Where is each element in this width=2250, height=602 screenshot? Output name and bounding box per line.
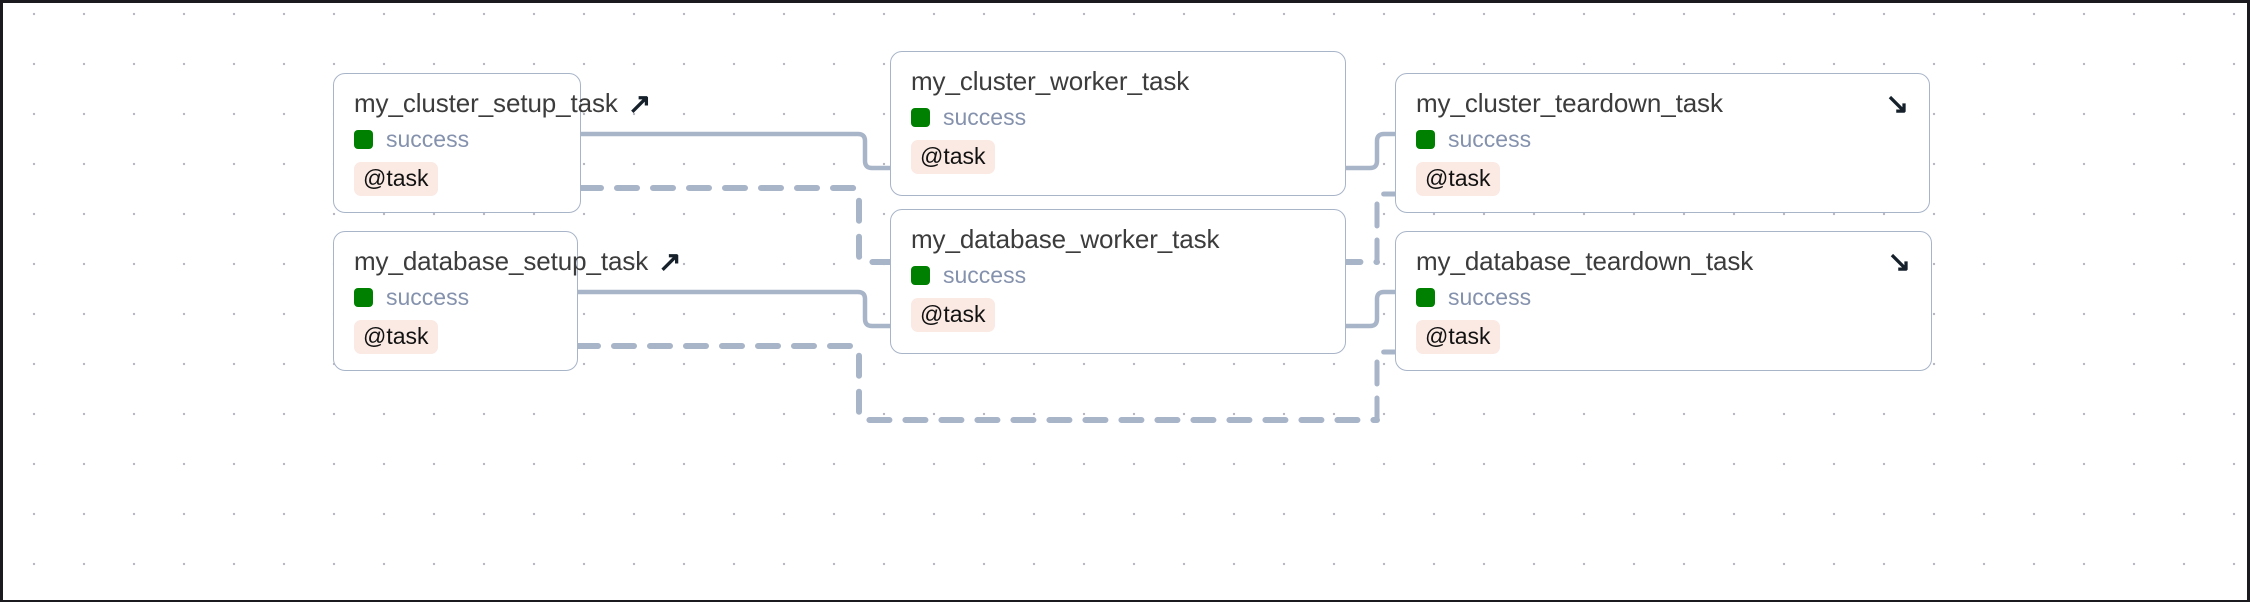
arrow-up-right-icon: ↗ <box>627 87 652 119</box>
node-my-database-worker-task[interactable]: my_database_worker_task success @task <box>890 209 1346 354</box>
edge-database-teardown-riser <box>1374 349 1398 423</box>
task-type-badge: @task <box>354 162 438 197</box>
node-my-cluster-setup-task[interactable]: my_cluster_setup_task ↗ success @task <box>333 73 651 213</box>
status-success-swatch <box>1416 288 1435 307</box>
node-title: my_cluster_teardown_task <box>1416 88 1723 118</box>
node-header: my_cluster_teardown_task ↘ <box>1416 88 1909 119</box>
node-title: my_cluster_setup_task <box>354 88 618 118</box>
status-success-swatch <box>911 108 930 127</box>
node-title: my_database_setup_task <box>354 246 649 276</box>
edge-cluster-setup-to-worker <box>578 131 893 171</box>
node-title: my_database_teardown_task <box>1416 246 1754 276</box>
node-status: success <box>354 284 557 311</box>
node-status: success <box>1416 126 1909 153</box>
node-title: my_database_worker_task <box>911 224 1220 254</box>
node-my-database-setup-task[interactable]: my_database_setup_task ↗ success @task <box>333 231 682 371</box>
node-header: my_cluster_worker_task <box>911 66 1325 97</box>
status-success-swatch <box>354 288 373 307</box>
arrow-down-right-icon: ↘ <box>1887 245 1911 277</box>
node-title: my_cluster_worker_task <box>911 66 1190 96</box>
status-success-swatch <box>354 130 373 149</box>
node-header: my_database_teardown_task ↘ <box>1416 246 1911 277</box>
node-status: success <box>354 126 560 153</box>
task-type-badge: @task <box>911 298 995 333</box>
graph-canvas[interactable]: my_cluster_setup_task ↗ success @task my… <box>3 3 2247 600</box>
status-label: success <box>386 126 470 152</box>
node-header: my_database_worker_task <box>911 224 1325 255</box>
status-label: success <box>1448 284 1532 310</box>
status-label: success <box>1448 126 1532 152</box>
node-my-cluster-teardown-task[interactable]: my_cluster_teardown_task ↘ success @task <box>1395 73 1930 213</box>
status-success-swatch <box>911 266 930 285</box>
task-type-badge: @task <box>354 320 438 355</box>
task-type-badge: @task <box>1416 162 1500 197</box>
node-my-cluster-worker-task[interactable]: my_cluster_worker_task success @task <box>890 51 1346 196</box>
edge-cluster-worker-to-teardown <box>1343 131 1411 171</box>
status-label: success <box>943 262 1027 288</box>
task-type-badge: @task <box>1416 320 1500 355</box>
node-header: my_database_setup_task ↗ <box>354 246 682 277</box>
node-status: success <box>911 262 1325 289</box>
node-header: my_cluster_setup_task ↗ <box>354 88 651 119</box>
status-success-swatch <box>1416 130 1435 149</box>
edge-cluster-teardown-riser <box>1374 191 1398 265</box>
edge-database-setup-to-worker <box>575 289 893 329</box>
status-label: success <box>386 284 470 310</box>
edge-layer <box>575 131 1411 423</box>
edge-cluster-setup-to-teardown <box>578 185 1380 265</box>
arrow-up-right-icon: ↗ <box>658 245 682 277</box>
arrow-down-right-icon: ↘ <box>1885 87 1909 119</box>
task-type-badge: @task <box>911 140 995 175</box>
node-status: success <box>911 104 1325 131</box>
node-my-database-teardown-task[interactable]: my_database_teardown_task ↘ success @tas… <box>1395 231 1932 371</box>
edge-database-worker-to-teardown <box>1343 289 1411 329</box>
status-label: success <box>943 104 1027 130</box>
edge-database-setup-to-teardown <box>575 343 1380 423</box>
node-status: success <box>1416 284 1911 311</box>
